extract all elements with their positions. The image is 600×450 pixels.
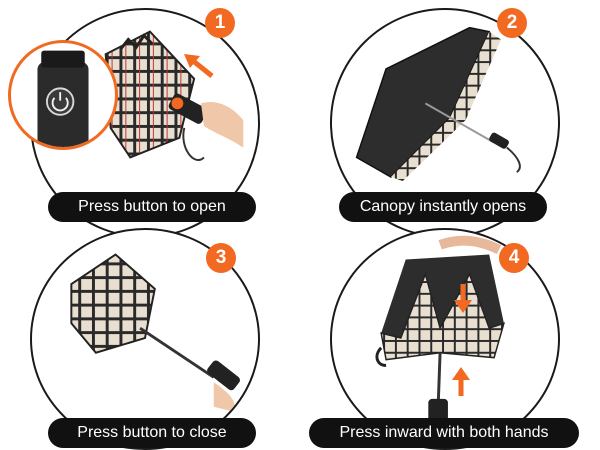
step-2-badge: 2 xyxy=(497,8,527,38)
arrow-down-icon xyxy=(454,284,472,313)
button-closeup xyxy=(8,40,118,150)
step-2-caption: Canopy instantly opens xyxy=(339,192,547,222)
closing-umbrella-image xyxy=(70,253,240,412)
step-1-caption: Press button to open xyxy=(48,192,256,222)
step-3-badge: 3 xyxy=(206,243,236,273)
step-4-badge: 4 xyxy=(499,243,529,273)
arrow-up-icon xyxy=(452,367,470,396)
folded-umbrella-image xyxy=(104,30,244,161)
step-4-caption: Press inward with both hands xyxy=(309,418,579,448)
step-1-badge: 1 xyxy=(205,8,235,38)
step-3-caption: Press button to close xyxy=(48,418,256,448)
open-umbrella-image xyxy=(355,26,521,181)
power-button-icon xyxy=(45,87,75,116)
arrow-up-left-icon xyxy=(184,54,214,78)
